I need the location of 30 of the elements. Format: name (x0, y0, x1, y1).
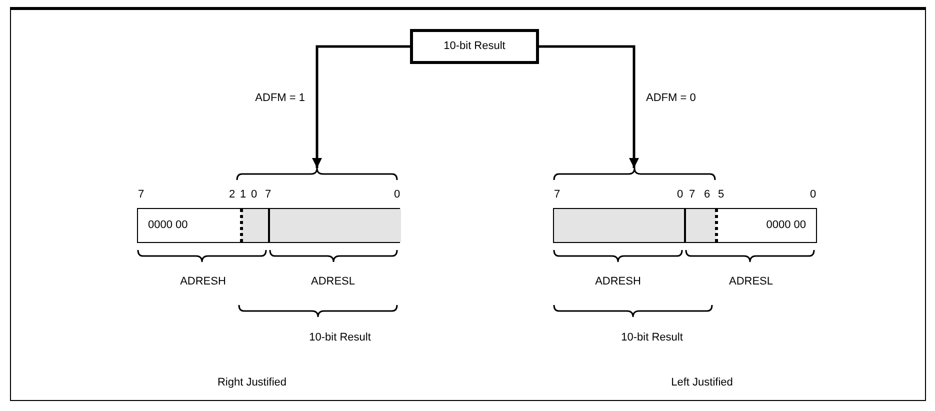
register-bits: 0000 00 (148, 219, 188, 232)
register-name: ADRESL (728, 276, 774, 288)
bit-number: 7 (138, 188, 144, 202)
curly-brace (236, 168, 398, 180)
bit-number: 7 (264, 188, 272, 202)
box-title: 10-bit Result (444, 40, 506, 53)
result-label: 10-bit Result (309, 332, 371, 344)
arrow (539, 45, 639, 168)
bit-number: 0 (676, 188, 684, 202)
bit-number: 7 (688, 188, 696, 202)
curly-brace (553, 168, 716, 180)
result-box (410, 29, 539, 64)
register-bits: 0000 00 (766, 219, 806, 232)
register-name: ADRESL (310, 276, 356, 288)
result-label: 10-bit Result (621, 332, 683, 344)
bit-number: 7 (554, 188, 560, 202)
bit-number: 2 (228, 188, 236, 202)
register-bar (553, 208, 817, 243)
bit-number: 0 (250, 188, 258, 202)
bit-number: 0 (394, 188, 400, 202)
mode-caption: Left Justified (671, 376, 733, 390)
register-bar (137, 208, 400, 243)
bit-number: 1 (240, 188, 246, 202)
arrow (312, 45, 410, 168)
bit-number: 6 (704, 188, 710, 202)
bit-number: 5 (718, 188, 724, 202)
register-name: ADRESH (595, 276, 641, 288)
bit-number: 0 (810, 188, 816, 202)
register-name: ADRESH (180, 276, 226, 288)
mode-caption: Right Justified (217, 376, 287, 390)
